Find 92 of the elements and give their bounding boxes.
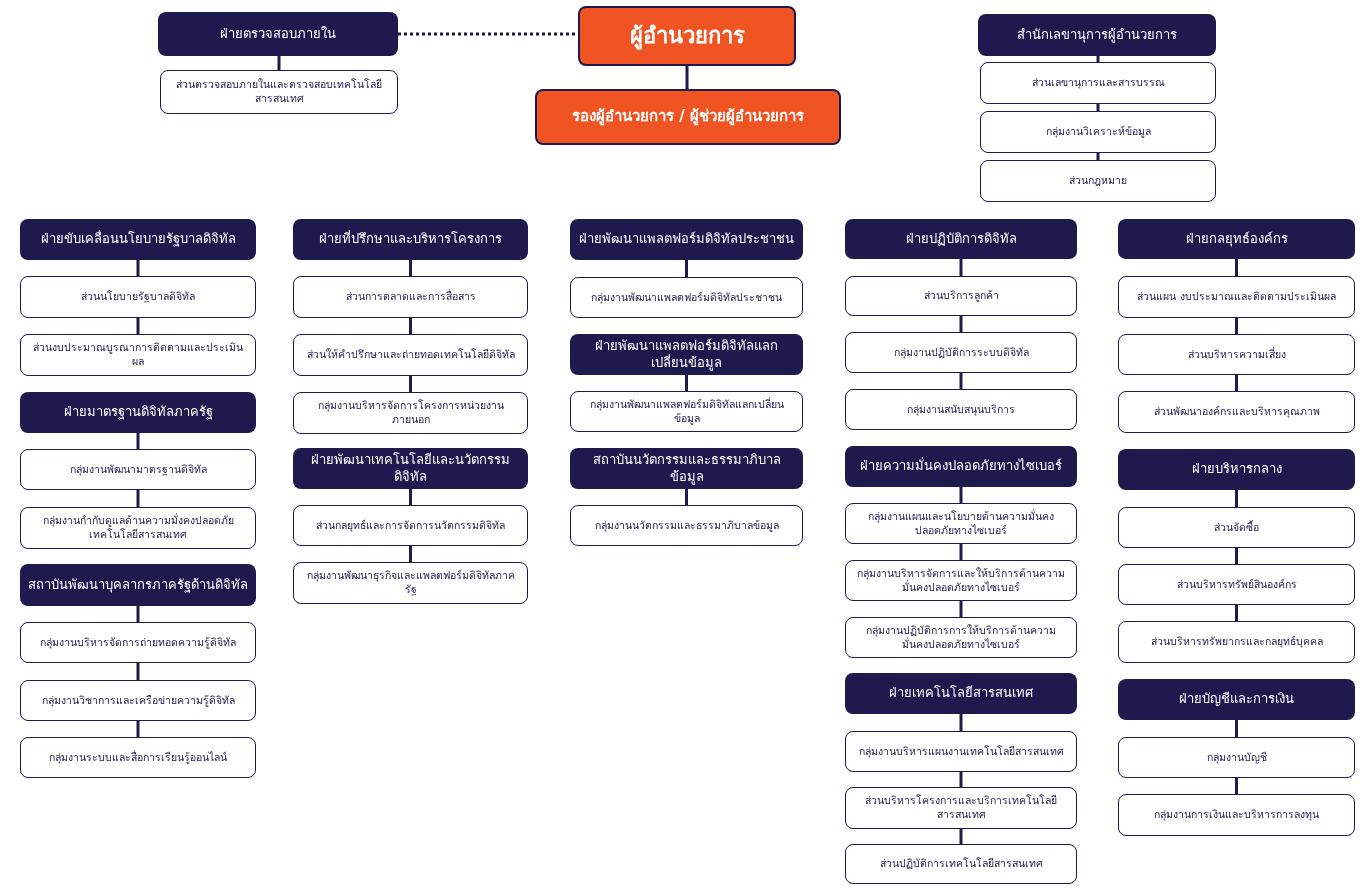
department-box: ฝ่ายพัฒนาแพลตฟอร์มดิจิทัลประชาชน (570, 219, 803, 260)
unit-box: ส่วนบริการลูกค้า (845, 276, 1077, 316)
connector-line (685, 66, 689, 89)
unit-box: กลุ่มงานปฏิบัติการระบบดิจิทัล (845, 332, 1077, 373)
department-box: สถาบันพัฒนาบุคลากรภาครัฐด้านดิจิทัล (20, 564, 256, 606)
connector-line (1235, 548, 1238, 564)
unit-box: กลุ่มงานบัญชี (1118, 737, 1355, 778)
unit-box: ส่วนกลยุทธ์และการจัดการนวัตกรรมดิจิทัล (293, 505, 528, 546)
unit-box: กลุ่มงานการเงินและบริหารการลงทุน (1118, 794, 1355, 836)
unit-box: กลุ่มงานนวัตกรรมและธรรมาภิบาลข้อมูล (570, 505, 803, 546)
department-box: ฝ่ายขับเคลื่อนนโยบายรัฐบาลดิจิทัล (20, 219, 256, 260)
unit-box: กลุ่มงานปฏิบัติการการให้บริการด้านความมั่นคงปลอดภัยทางไซเบอร์ (845, 617, 1077, 658)
unit-box: กลุ่มงานบริหารจัดการและให้บริการด้านความมั่นคงปลอดภัยทางไซเบอร์ (845, 560, 1077, 601)
connector-line (1235, 259, 1238, 276)
unit-box: กลุ่มงานพัฒนาแพลตฟอร์มดิจิทัลแลกเปลี่ยนข้อมูล (570, 391, 803, 432)
unit-box: กลุ่มงานพัฒนามาตรฐานดิจิทัล (20, 449, 256, 490)
connector-line (959, 259, 963, 276)
connector-line (136, 433, 140, 449)
department-box: ฝ่ายเทคโนโลยีสารสนเทศ (845, 673, 1077, 714)
connector-line (1235, 720, 1238, 737)
unit-box: ส่วนตรวจสอบภายในและตรวจสอบเทคโนโลยีสารสนเทศ (160, 70, 398, 114)
department-box: ฝ่ายตรวจสอบภายใน (158, 12, 398, 56)
connector-line (959, 487, 963, 503)
unit-box: ส่วนบริหารความเสี่ยง (1118, 334, 1355, 375)
dashed-connector (398, 32, 578, 36)
connector-line (1096, 56, 1100, 62)
connector-line (1235, 778, 1238, 794)
connector-line (685, 260, 688, 277)
unit-box: กลุ่มงานระบบและสื่อการเรียนรู้ออนไลน์ (20, 737, 256, 778)
connector-line (409, 318, 412, 334)
connector-line (409, 376, 412, 392)
unit-box: กลุ่มงานบริหารแผนงานเทคโนโลยีสารสนเทศ (845, 731, 1077, 772)
unit-box: ส่วนบริหารทรัพย์สินองค์กร (1118, 564, 1355, 605)
connector-line (1235, 605, 1238, 621)
unit-box: กลุ่มงานบริหารจัดการโครงการหน่วยงานภายนอก (293, 392, 528, 434)
connector-line (136, 260, 140, 276)
connector-line (1235, 375, 1238, 391)
connector-line (409, 546, 412, 562)
department-box: ฝ่ายความมั่นคงปลอดภัยทางไซเบอร์ (845, 446, 1077, 487)
department-box: ฝ่ายปฏิบัติการดิจิทัล (845, 219, 1077, 259)
unit-box: กลุ่มงานแผนและนโยบายด้านความมั่นคงปลอดภัยทางไซเบอร์ (845, 503, 1077, 544)
connector-line (685, 489, 688, 505)
connector-line (136, 318, 140, 334)
unit-box: กลุ่มงานวิชาการและเครือข่ายความรู้ดิจิทัล (20, 680, 256, 721)
unit-box: กลุ่มงานพัฒนาแพลตฟอร์มดิจิทัลประชาชน (570, 277, 803, 318)
unit-box: กลุ่มงานกำกับดูแลด้านความมั่งคงปลอดภัยเทคโนโลยีสารสนเทศ (20, 507, 256, 549)
connector-line (1096, 153, 1100, 160)
director-box: รองผู้อำนวยการ / ผู้ช่วยผู้อำนวยการ (535, 89, 841, 145)
connector-line (1096, 104, 1100, 111)
connector-line (959, 714, 963, 731)
director-box: ผู้อำนวยการ (578, 6, 796, 66)
connector-line (959, 316, 963, 332)
unit-box: กลุ่มงานวิเคราะห์ข้อมูล (980, 111, 1216, 153)
unit-box: ส่วนเลขานุการและสารบรรณ (980, 62, 1216, 104)
unit-box: ส่วนจัดซื้อ (1118, 507, 1355, 548)
connector-line (136, 606, 140, 622)
unit-box: ส่วนพัฒนาองค์กรและบริหารคุณภาพ (1118, 391, 1355, 433)
unit-box: กลุ่มงานสนับสนุนบริการ (845, 389, 1077, 430)
department-box: ฝ่ายพัฒนาแพลตฟอร์มดิจิทัลแลกเปลี่ยนข้อมูล (570, 334, 803, 375)
connector-line (409, 260, 412, 276)
connector-line (136, 663, 140, 680)
unit-box: ส่วนกฎหมาย (980, 160, 1216, 202)
connector-line (409, 489, 412, 505)
connector-line (959, 544, 963, 560)
connector-line (277, 56, 281, 70)
unit-box: ส่วนบริหารโครงการและบริการเทคโนโลยีสารสนเทศ (845, 787, 1077, 829)
connector-line (959, 601, 963, 617)
unit-box: ส่วนนโยบายรัฐบาลดิจิทัล (20, 276, 256, 318)
department-box: ฝ่ายกลยุทธ์องค์กร (1118, 219, 1355, 259)
department-box: ฝ่ายบริหารกลาง (1118, 449, 1355, 490)
department-box: สำนักเลขานุการผู้อำนวยการ (978, 14, 1216, 56)
unit-box: ส่วนงบประมาณบูรณาการติดตามและประเมินผล (20, 334, 256, 376)
department-box: สถาบันนวัตกรรมและธรรมาภิบาลข้อมูล (570, 448, 803, 489)
connector-line (136, 721, 140, 737)
department-box: ฝ่ายที่ปรึกษาและบริหารโครงการ (293, 219, 528, 260)
connector-line (685, 375, 688, 391)
unit-box: ส่วนแผน งบประมาณและติดตามประเมินผล (1118, 276, 1355, 318)
unit-box: ส่วนการตลาดและการสื่อสาร (293, 276, 528, 318)
unit-box: กลุ่มงานพัฒนาธุรกิจและแพลตฟอร์มดิจิทัลภาครัฐ (293, 562, 528, 604)
unit-box: ส่วนให้คำปรึกษาและถ่ายทอดเทคโนโลยีดิจิทัล (293, 334, 528, 376)
connector-line (1235, 318, 1238, 334)
department-box: ฝ่ายบัญชีและการเงิน (1118, 679, 1355, 720)
department-box: ฝ่ายมาตรฐานดิจิทัลภาครัฐ (20, 392, 256, 433)
connector-line (136, 490, 140, 507)
department-box: ฝ่ายพัฒนาเทคโนโลยีและนวัตกรรมดิจิทัล (293, 448, 528, 489)
connector-line (959, 373, 963, 389)
connector-line (959, 829, 963, 844)
unit-box: กลุ่มงานบริหารจัดการถ่ายทอดความรู้ดิจิทัล (20, 622, 256, 663)
connector-line (959, 772, 963, 787)
unit-box: ส่วนบริหารทรัพยากรและกลยุทธ์บุคคล (1118, 621, 1355, 663)
connector-line (1235, 490, 1238, 507)
unit-box: ส่วนปฏิบัติการเทคโนโลยีสารสนเทศ (845, 844, 1077, 884)
